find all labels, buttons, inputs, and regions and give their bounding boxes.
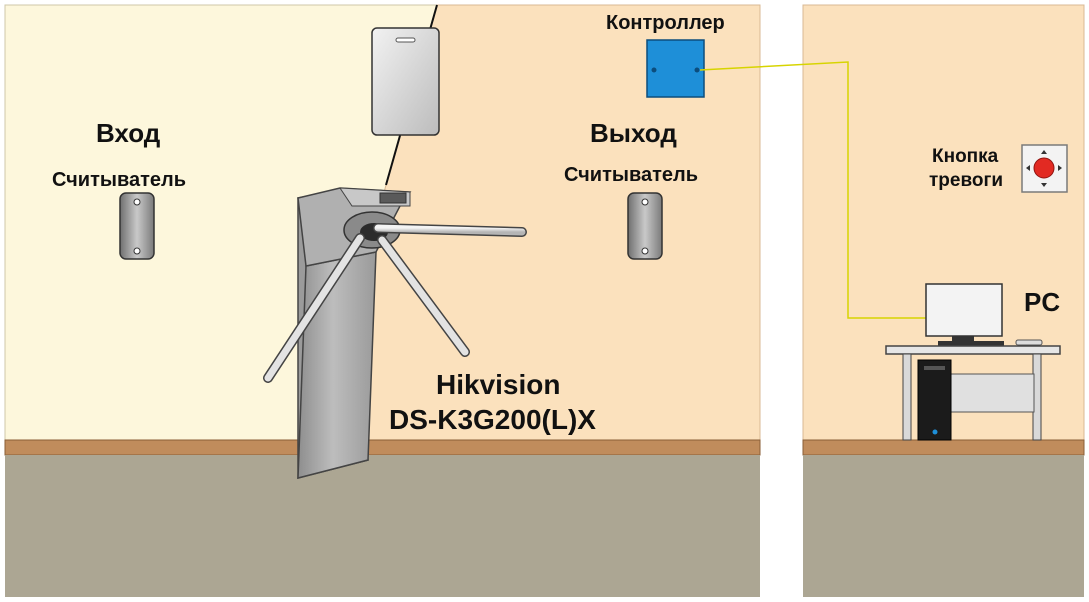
baseboard-right bbox=[802, 439, 1085, 456]
turnstile-arms bbox=[263, 223, 527, 383]
controller-label: Контроллер bbox=[606, 12, 725, 34]
pc-label: PC bbox=[1024, 287, 1061, 317]
floor-left bbox=[5, 455, 760, 597]
turnstile-model-brand: Hikvision bbox=[436, 369, 561, 400]
tripod-turnstile-icon bbox=[263, 187, 527, 479]
turnstile-model-name: DS-K3G200(L)X bbox=[389, 404, 596, 435]
exit-label: Выход bbox=[590, 118, 677, 148]
entry-label: Вход bbox=[96, 118, 161, 148]
controller-box-icon bbox=[646, 39, 705, 98]
entry-reader-label: Считыватель bbox=[52, 169, 187, 191]
alarm-button-label-line1: Кнопка bbox=[932, 146, 999, 167]
controller-pc-cable bbox=[699, 61, 926, 319]
alarm-button-icon bbox=[1021, 144, 1068, 193]
baseboard-left bbox=[4, 439, 761, 456]
card-reader-exit-icon bbox=[627, 192, 663, 260]
pc-icon bbox=[885, 283, 1061, 441]
exit-reader-label: Считыватель bbox=[564, 164, 699, 186]
floor-right bbox=[803, 455, 1084, 597]
access-card-icon bbox=[371, 27, 440, 136]
card-reader-entry-icon bbox=[119, 192, 155, 260]
alarm-button-label-line2: тревоги bbox=[929, 170, 1004, 191]
